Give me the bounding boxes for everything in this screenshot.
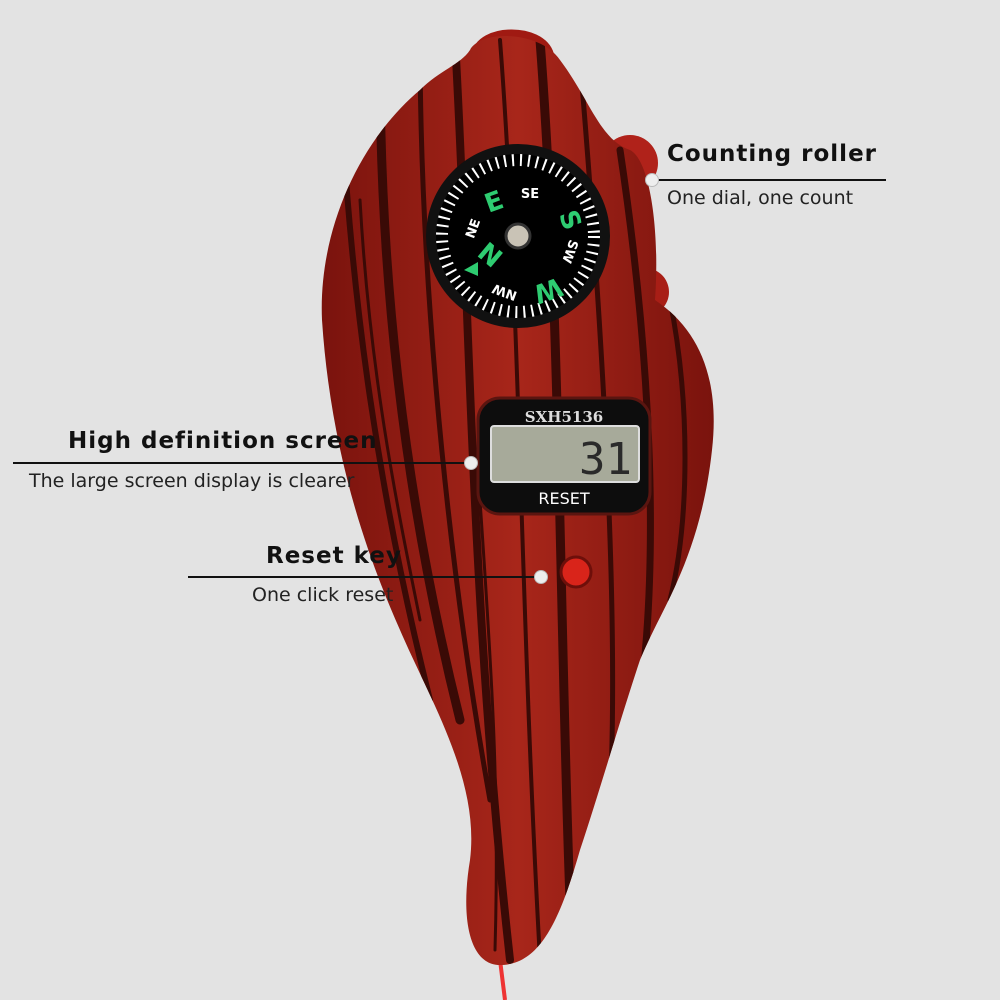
lanyard-string <box>498 959 507 1000</box>
callout-screen-title: High definition screen <box>68 428 378 454</box>
callout-screen-dot <box>464 456 478 470</box>
callout-roller-title: Counting roller <box>667 141 878 167</box>
reset-label: RESET <box>538 489 589 508</box>
model-label: SXH5136 <box>525 408 603 426</box>
lcd-display <box>490 425 640 483</box>
callout-reset-subtitle: One click reset <box>252 584 394 606</box>
callout-screen-line <box>13 462 468 464</box>
callout-reset-line <box>188 576 536 578</box>
callout-roller-line <box>656 179 886 181</box>
lcd-count-value: 31 <box>579 434 632 485</box>
callout-reset-title: Reset key <box>266 543 402 569</box>
compass: E SE S SW W NW N NE <box>426 144 610 328</box>
reset-button[interactable] <box>559 555 593 589</box>
callout-roller-subtitle: One dial, one count <box>667 187 854 209</box>
compass-label-se: SE <box>521 187 539 202</box>
north-arrow-icon <box>464 262 478 276</box>
compass-pivot <box>504 222 532 250</box>
lcd-screen-module: SXH5136 31 RESET <box>476 396 652 516</box>
callout-reset-dot <box>534 570 548 584</box>
compass-label-ne: NE <box>463 217 484 241</box>
callout-screen-subtitle: The large screen display is clearer <box>29 470 355 492</box>
callout-roller-dot <box>645 173 659 187</box>
